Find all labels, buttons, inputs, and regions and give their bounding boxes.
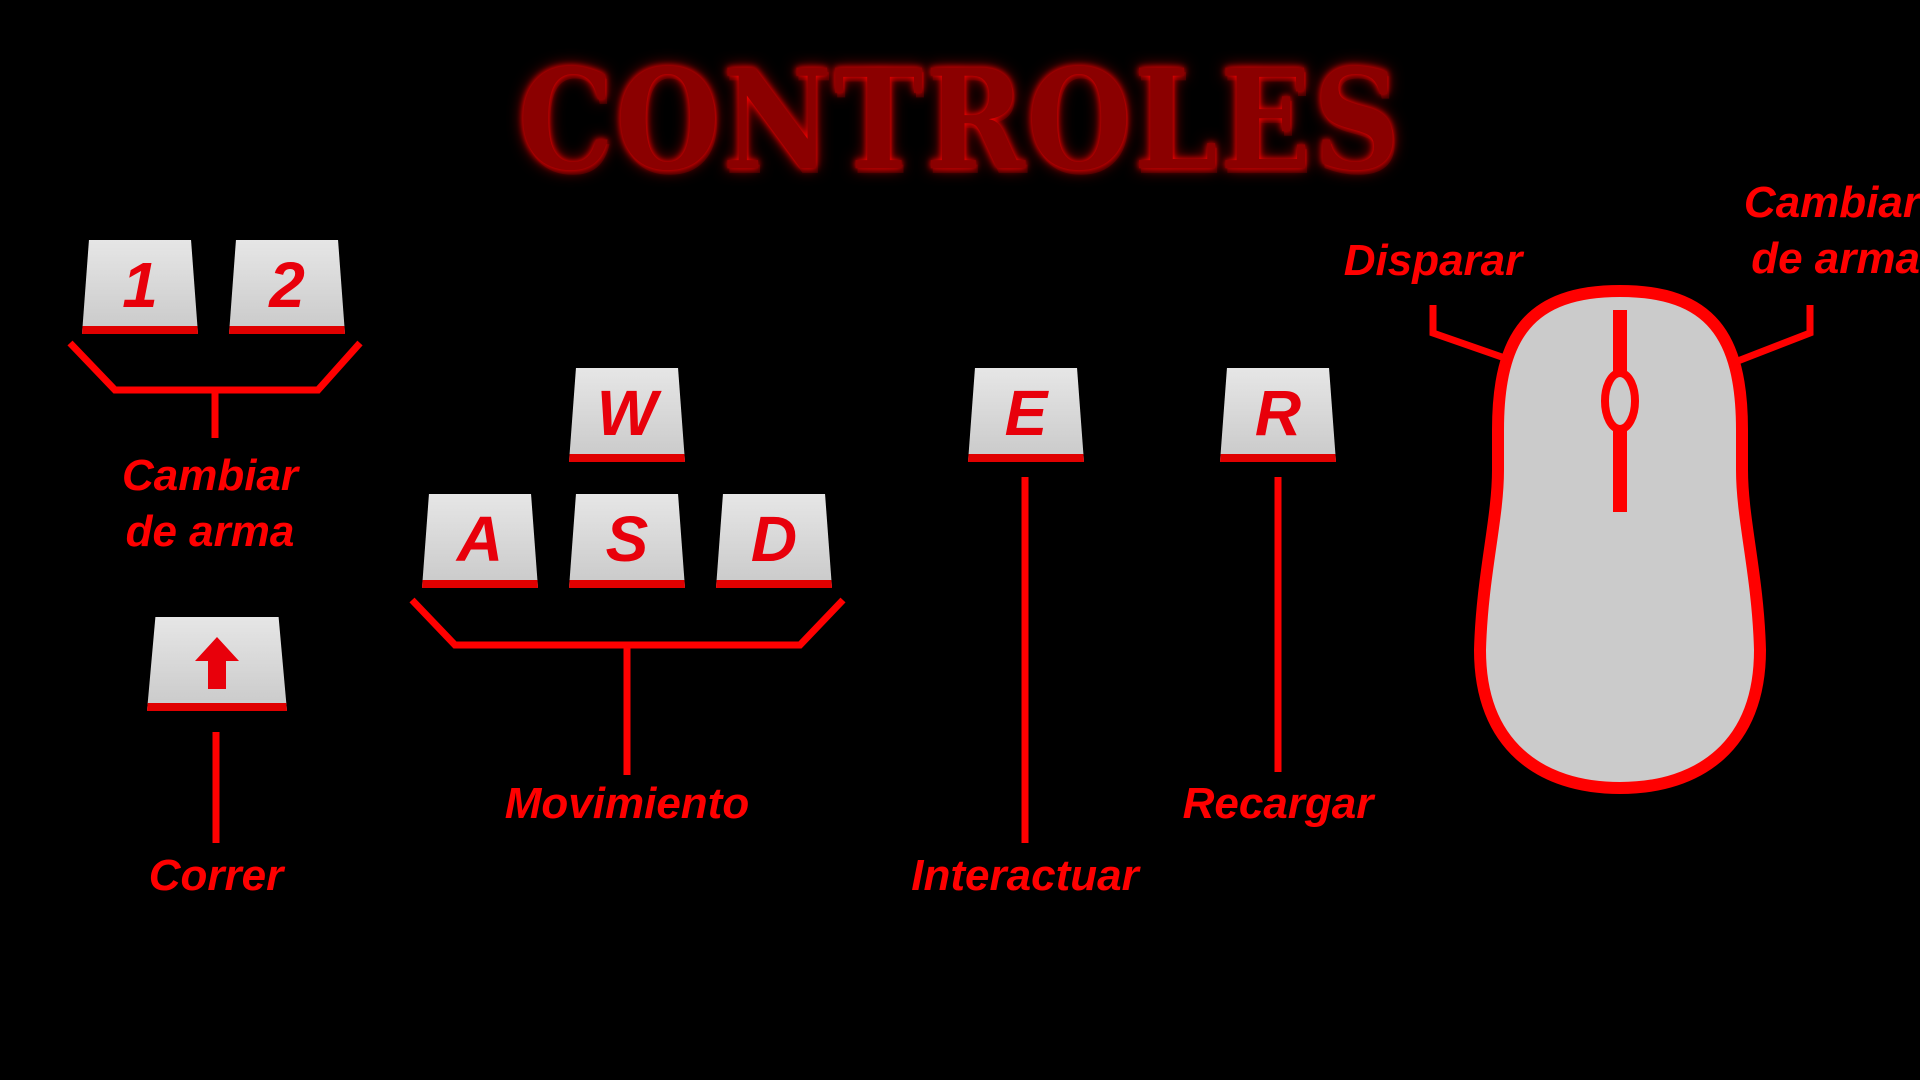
key-2: 2	[229, 240, 345, 334]
key-1: 1	[82, 240, 198, 334]
mouse-icon	[1473, 284, 1767, 795]
label-reload: Recargar	[1182, 779, 1374, 828]
label-movement: Movimiento	[504, 779, 750, 828]
key-e: E	[968, 368, 1084, 462]
label-switch-weapon-keys: Cambiar de arma	[121, 451, 299, 556]
arrow-up-icon	[195, 637, 239, 689]
key-s: S	[569, 494, 685, 588]
key-a: A	[422, 494, 538, 588]
label-interact: Interactuar	[911, 851, 1139, 900]
key-shift	[147, 617, 287, 711]
page-title: CONTROLES	[518, 39, 1402, 202]
bracket-weapon-keys	[67, 340, 363, 394]
key-w: W	[569, 368, 685, 462]
label-shoot: Disparar	[1343, 236, 1523, 285]
label-switch-weapon-mouse: Cambiar de arma	[1743, 178, 1920, 283]
bracket-movement	[409, 597, 846, 649]
key-d: D	[716, 494, 832, 588]
label-run: Correr	[148, 851, 284, 900]
key-r: R	[1220, 368, 1336, 462]
